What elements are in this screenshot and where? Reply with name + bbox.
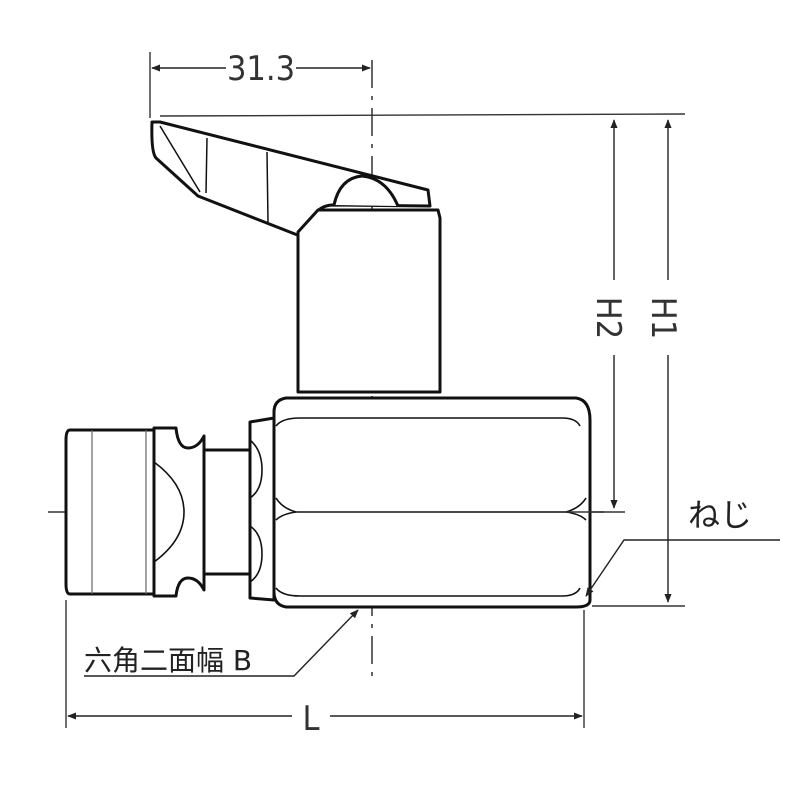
leader-lines — [84, 539, 780, 677]
connector-groove — [152, 426, 206, 598]
height-center-dimension: H2 — [588, 297, 628, 339]
hex-nut — [248, 416, 276, 602]
thread-leader — [585, 539, 780, 597]
height-total-dimension: H1 — [643, 297, 683, 339]
hex-leader — [84, 609, 359, 677]
dimension-lines — [67, 64, 672, 720]
overall-length-dimension: L — [302, 699, 319, 739]
valve-body — [272, 396, 592, 609]
thread-label: ねじ — [688, 496, 752, 534]
valve-stem — [296, 208, 442, 394]
socket-end — [64, 428, 185, 596]
connector-tube — [202, 448, 252, 576]
extension-lines — [65, 52, 686, 728]
top-width-dimension: 31.3 — [227, 49, 295, 89]
hex-width-label: 六角二面幅 B — [84, 644, 252, 677]
